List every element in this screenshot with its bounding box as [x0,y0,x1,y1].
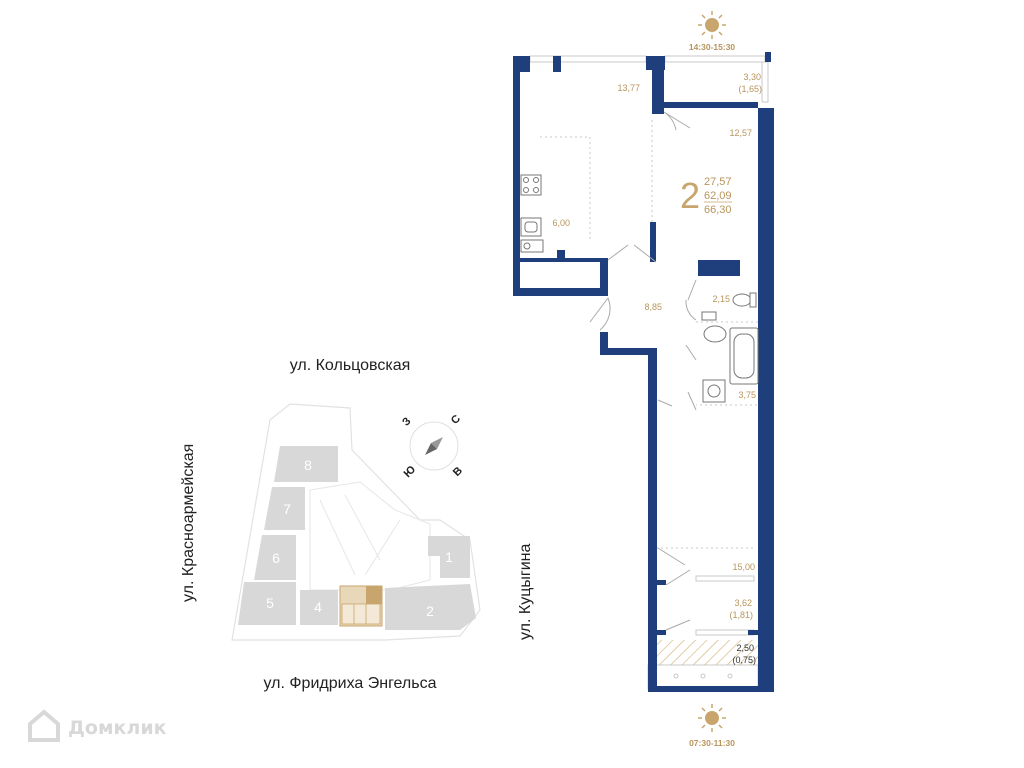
sun-icon [698,11,726,39]
building-label: 1 [445,549,453,565]
bathtub-icon [729,327,759,385]
building-6 [254,535,296,580]
site-plan: 8 7 6 5 4 1 2 [231,403,481,641]
building-7 [264,487,305,530]
area-balcony-top: 3,30 [743,72,761,82]
building-3-highlight [339,585,383,627]
street-west: ул. Красноармейская [180,444,197,602]
total-with-balconies: 66,30 [704,204,732,216]
building-label: 7 [283,501,291,517]
compass-icon: С З Ю В [400,413,465,480]
area-balcony-top-reduced: (1,65) [738,84,762,94]
apartment-summary: 2 27,57 62,09 66,30 [680,175,732,216]
domclick-logo-icon [28,709,60,742]
area-balcony-bottom: 3,62 [734,598,752,608]
sun-time-top: 14:30-15:30 [689,42,736,52]
building-5 [238,582,296,625]
street-east: ул. Куцыгина [517,544,534,640]
area-room-bottom: 15,00 [732,562,755,572]
building-label: 4 [314,599,322,615]
kitchen-sink-icon [520,217,542,237]
area-hall: 8,85 [644,302,662,312]
area-bedroom: 12,57 [729,128,752,138]
watermark-text: Домклик [68,717,167,739]
total-area: 62,09 [704,190,732,202]
building-label: 2 [426,603,434,619]
area-room-main: 13,77 [617,83,640,93]
terrace-hatch [656,640,758,665]
washing-machine-icon [702,379,726,403]
building-label: 8 [304,457,312,473]
walls [513,52,774,692]
area-terrace: 2,50 [736,643,754,653]
area-bathroom: 3,75 [738,390,756,400]
street-south: ул. Фридриха Энгельса [264,675,437,692]
sun-time-bottom: 07:30-11:30 [689,738,735,748]
area-kitchen: 6,00 [552,218,570,228]
building-label: 6 [272,550,280,566]
building-label: 5 [266,595,274,611]
room-count: 2 [680,175,700,216]
building-4 [300,590,338,625]
building-2 [385,584,476,630]
room-labels: 13,77 3,30 (1,65) 12,57 6,00 8,85 2,15 3… [552,72,762,665]
sun-icon [698,704,726,732]
compass-west: З [400,415,413,428]
toilet-icon [732,292,757,308]
area-terrace-reduced: (0,75) [732,655,756,665]
compass-east: В [451,465,465,479]
street-north: ул. Кольцовская [290,357,411,374]
compass-south: Ю [402,464,419,481]
washer-icon [520,239,544,253]
area-balcony-bottom-reduced: (1,81) [729,610,753,620]
doors [589,111,697,631]
building-8 [274,446,338,482]
washbasin-icon [701,311,727,343]
area-wc: 2,15 [712,294,730,304]
living-area: 27,57 [704,176,732,188]
building-1 [428,536,470,578]
compass-north: С [449,413,463,427]
kitchen-stove-icon [520,174,542,196]
